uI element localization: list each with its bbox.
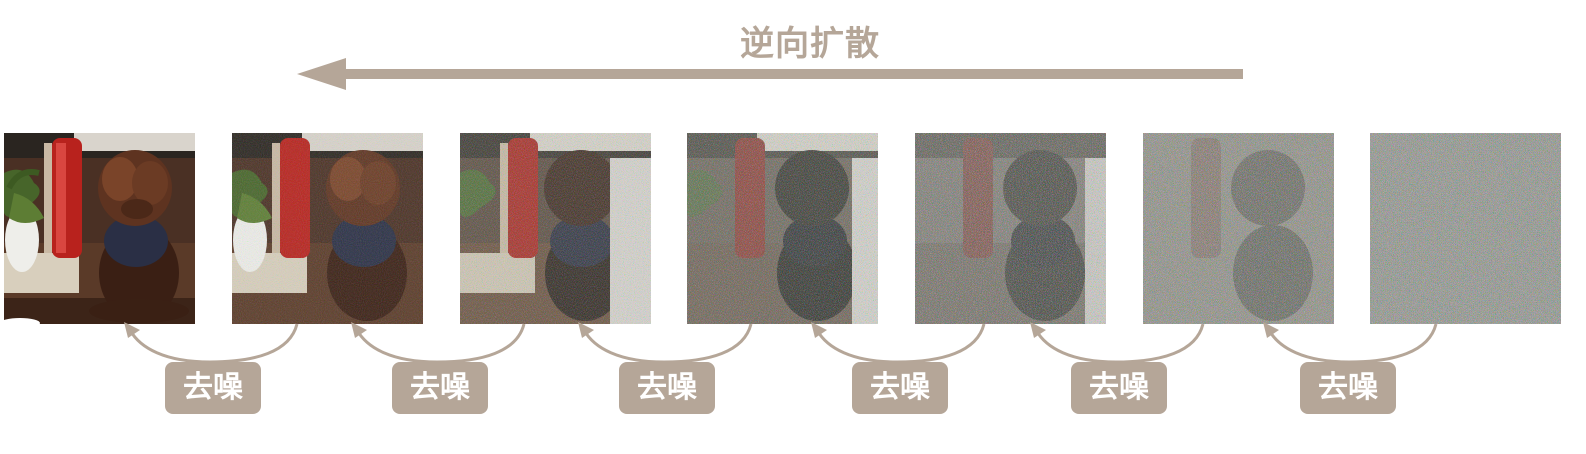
arrow-head	[811, 322, 827, 338]
curved-arrow-icon	[815, 323, 986, 364]
denoise-step-label: 去噪	[1071, 362, 1167, 414]
frame-noise-step-5	[1143, 133, 1334, 324]
arrow-head	[1263, 322, 1279, 338]
denoise-step-label: 去噪	[619, 362, 715, 414]
frame-pure-noise	[1370, 133, 1561, 324]
frame-clean-photo	[4, 133, 195, 324]
frame-noise-step-3	[687, 133, 878, 324]
arrow-head	[1030, 322, 1046, 338]
denoise-step-label: 去噪	[392, 362, 488, 414]
curved-arrow-icon	[1267, 323, 1438, 364]
denoise-step-label: 去噪	[165, 362, 261, 414]
curved-arrow-icon	[355, 323, 526, 364]
arrow-head	[124, 322, 140, 338]
curved-arrow-icon	[582, 323, 753, 364]
frame-noise-step-4	[915, 133, 1106, 324]
arrow-head	[351, 322, 367, 338]
arrow-head	[578, 322, 594, 338]
frame-noise-step-1	[232, 133, 423, 324]
curved-arrow-icon	[128, 323, 299, 364]
curved-arrow-icon	[1034, 323, 1205, 364]
diagram-title: 逆向扩散	[740, 24, 880, 64]
frame-noise-step-2	[460, 133, 651, 324]
denoise-step-label: 去噪	[1300, 362, 1396, 414]
denoise-step-label: 去噪	[852, 362, 948, 414]
